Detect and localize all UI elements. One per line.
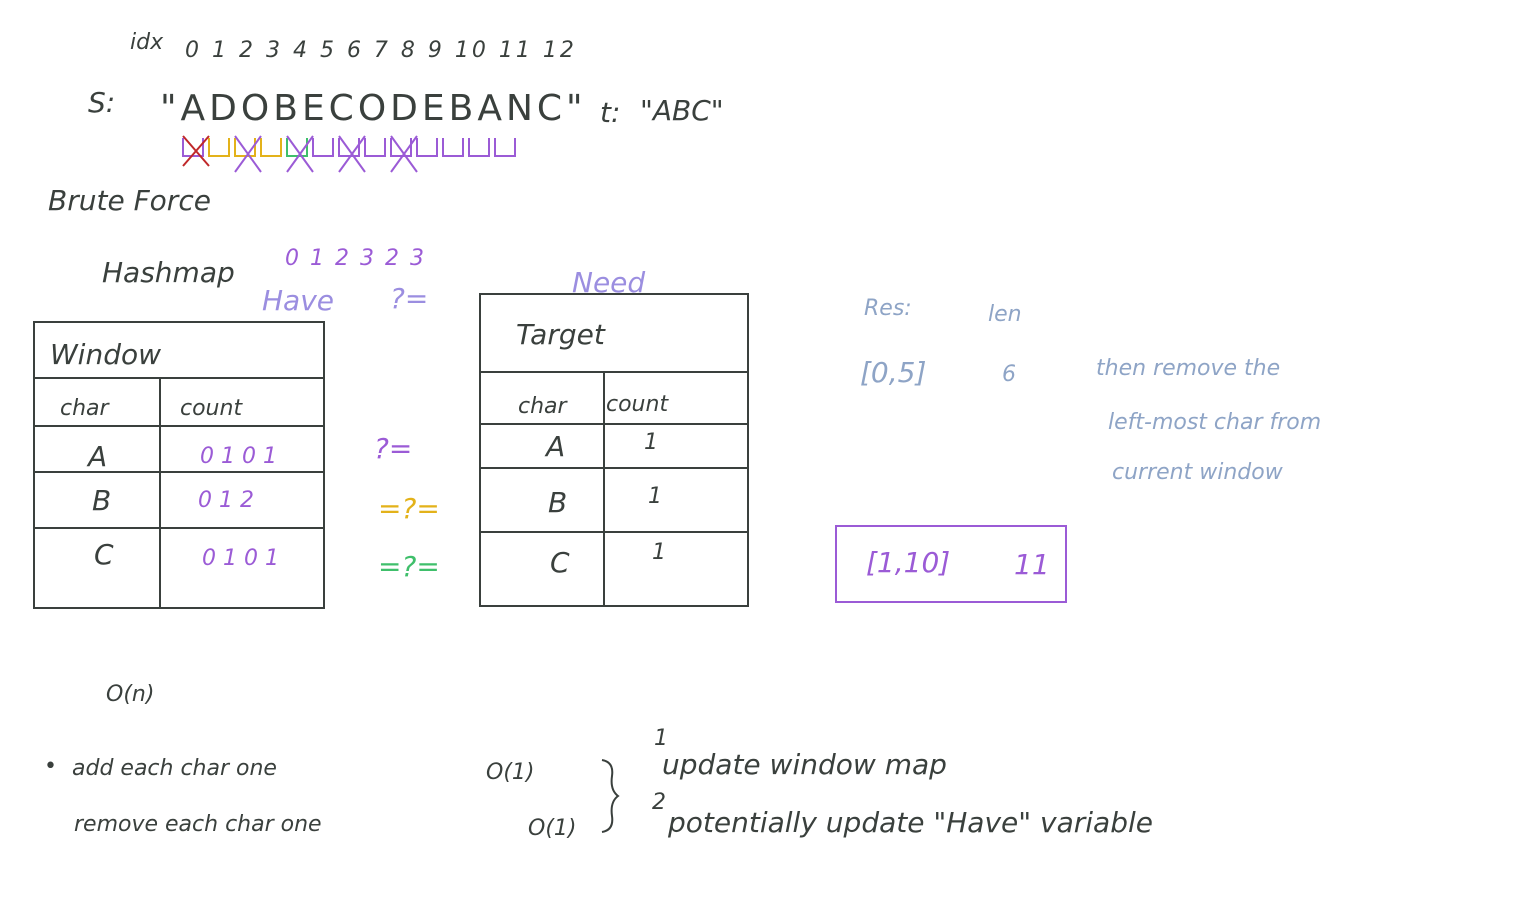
note-line-3: current window	[1112, 460, 1283, 485]
boxed-range: [1,10]	[866, 546, 951, 579]
effect-2-num: 2	[652, 790, 666, 815]
first-range: [0,5]	[860, 356, 927, 389]
window-row-c-count: 0 1 0 1	[202, 546, 279, 571]
idx-label: idx	[130, 30, 164, 55]
have-counts: 0 1 2 3 2 3	[285, 246, 426, 271]
target-row-a-count: 1	[644, 430, 658, 455]
window-table-title: Window	[50, 338, 162, 371]
row-b-compare: =?=	[378, 492, 440, 525]
step-2-cost: O(1)	[528, 816, 577, 841]
have-label: Have	[262, 284, 335, 317]
t-string-value: "ABC"	[640, 94, 724, 127]
target-row-b-count: 1	[648, 484, 662, 509]
brute-force-label: Brute Force	[48, 184, 211, 217]
brace	[601, 759, 620, 833]
boxed-len: 11	[1014, 548, 1050, 581]
note-line-2: left-most char from	[1108, 410, 1322, 435]
complexity-label: O(n)	[106, 682, 155, 707]
target-header-char: char	[518, 394, 567, 419]
row-c-compare: =?=	[378, 550, 440, 583]
s-label: S:	[88, 86, 116, 119]
window-markers	[182, 135, 516, 173]
hashmap-label: Hashmap	[102, 256, 235, 289]
window-header-char: char	[60, 396, 109, 421]
have-need-compare: ?=	[390, 282, 429, 315]
effect-1-text: update window map	[662, 748, 947, 781]
window-row-a-count: 0 1 0 1	[200, 444, 277, 469]
target-header-count: count	[606, 392, 669, 417]
window-row-c-char: C	[94, 538, 114, 571]
len-label: len	[988, 302, 1022, 327]
target-row-c-char: C	[550, 546, 570, 579]
effect-1-num: 1	[654, 726, 668, 751]
first-len: 6	[1002, 362, 1016, 387]
window-header-count: count	[180, 396, 243, 421]
step-1-cost: O(1)	[486, 760, 535, 785]
row-a-compare: ?=	[374, 432, 413, 465]
step-1-text: add each char one	[72, 756, 277, 781]
res-label: Res:	[864, 296, 912, 321]
index-values: 0 1 2 3 4 5 6 7 8 9 10 11 12	[185, 38, 577, 63]
step-bullet: •	[44, 754, 57, 779]
window-row-a-char: A	[88, 440, 108, 473]
note-line-1: then remove the	[1096, 356, 1281, 381]
target-row-a-char: A	[546, 430, 566, 463]
effect-2-text: potentially update "Have" variable	[668, 806, 1153, 839]
window-row-b-count: 0 1 2	[198, 488, 254, 513]
s-string-value: "ADOBECODEBANC"	[160, 88, 587, 129]
window-row-b-char: B	[92, 484, 112, 517]
target-table-title: Target	[516, 318, 605, 351]
result-box	[835, 525, 1067, 603]
target-row-b-char: B	[548, 486, 568, 519]
target-row-c-count: 1	[652, 540, 666, 565]
target-table-frame	[479, 293, 749, 607]
t-label: t:	[600, 96, 621, 129]
step-2-text: remove each char one	[74, 812, 322, 837]
window-table-frame	[33, 321, 325, 609]
